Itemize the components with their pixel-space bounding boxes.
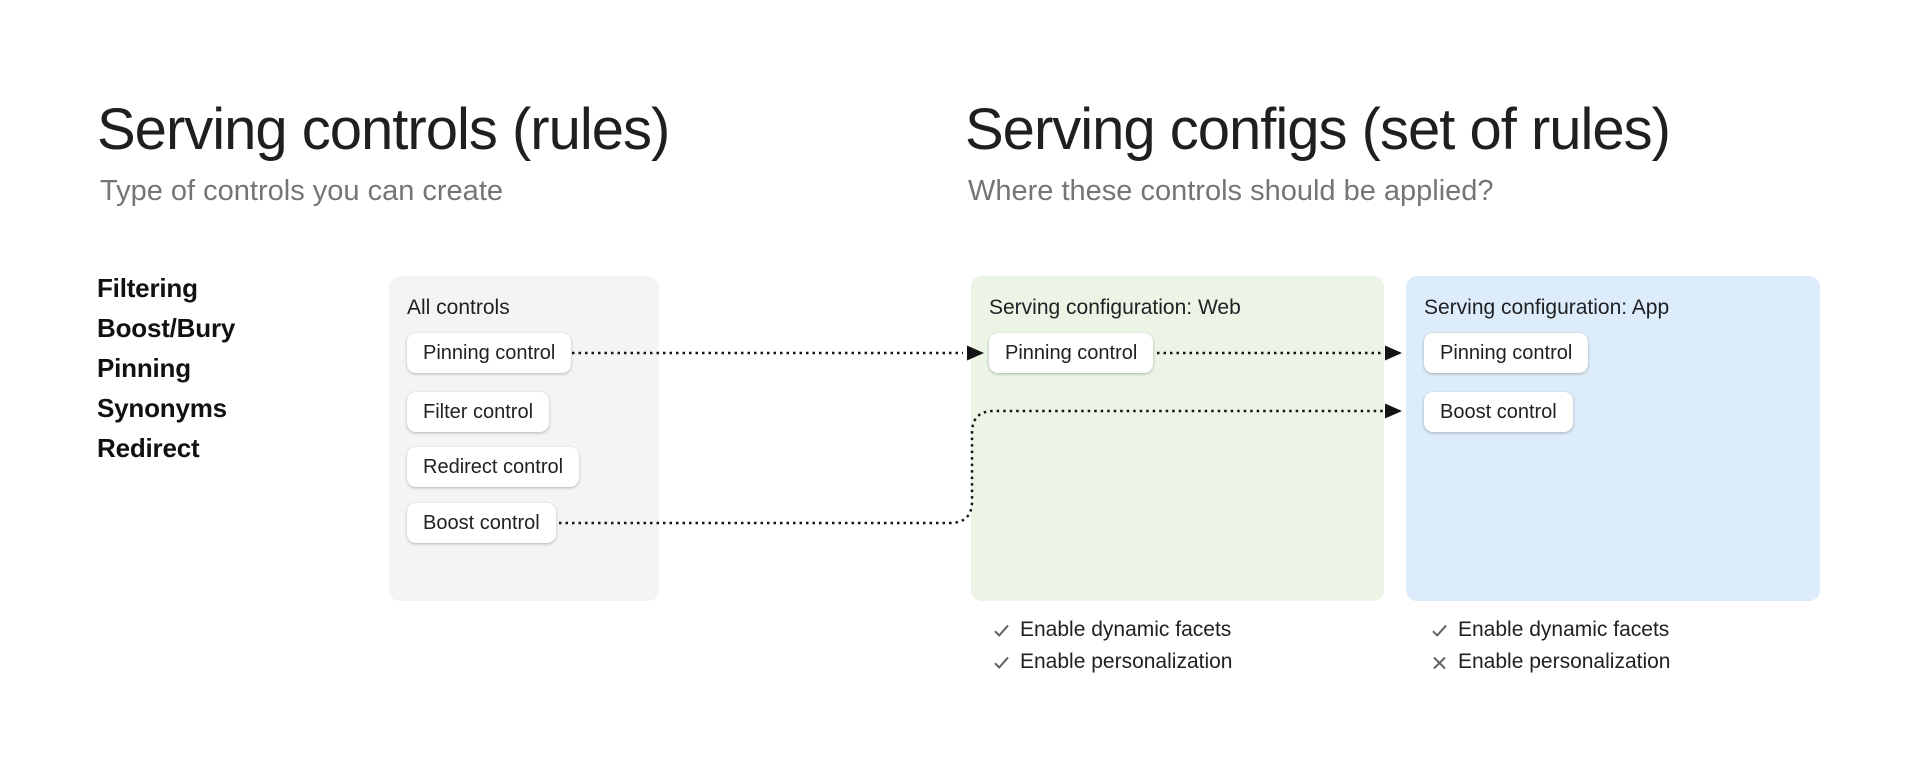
serving-controls-subtitle: Type of controls you can create bbox=[100, 175, 503, 207]
serving-configs-subtitle: Where these controls should be applied? bbox=[968, 175, 1494, 207]
setting-label: Enable dynamic facets bbox=[1458, 618, 1670, 641]
control-type-synonyms: Synonyms bbox=[97, 393, 227, 423]
web-config-card: Serving configuration: Web Pinning contr… bbox=[971, 276, 1384, 601]
web-config-settings: Enable dynamic facets Enable personaliza… bbox=[993, 614, 1232, 678]
check-icon bbox=[994, 656, 1009, 669]
setting-row: Enable dynamic facets bbox=[1431, 614, 1670, 646]
check-icon bbox=[1432, 624, 1447, 637]
control-type-filtering: Filtering bbox=[97, 273, 198, 303]
arrowhead-app-boost bbox=[1385, 403, 1402, 419]
control-type-list: Filtering Boost/Bury Pinning Synonyms Re… bbox=[97, 268, 235, 468]
app-config-settings: Enable dynamic facets Enable personaliza… bbox=[1431, 614, 1670, 678]
filter-control-chip[interactable]: Filter control bbox=[407, 392, 550, 432]
arrowhead-app-pinning bbox=[1385, 345, 1402, 361]
pinning-control-chip[interactable]: Pinning control bbox=[407, 333, 572, 373]
serving-configs-title: Serving configs (set of rules) bbox=[965, 97, 1671, 162]
control-type-boost-bury: Boost/Bury bbox=[97, 313, 236, 343]
app-boost-control-chip[interactable]: Boost control bbox=[1424, 392, 1573, 432]
check-icon bbox=[994, 624, 1009, 637]
web-pinning-control-chip[interactable]: Pinning control bbox=[989, 333, 1154, 373]
setting-row: Enable dynamic facets bbox=[993, 614, 1232, 646]
setting-label: Enable dynamic facets bbox=[1020, 618, 1232, 641]
setting-row: Enable personalization bbox=[993, 646, 1232, 678]
web-config-card-label: Serving configuration: Web bbox=[989, 296, 1241, 319]
all-controls-card: All controls Pinning control Filter cont… bbox=[389, 276, 659, 601]
control-type-pinning: Pinning bbox=[97, 353, 191, 383]
setting-label: Enable personalization bbox=[1020, 650, 1233, 673]
control-type-redirect: Redirect bbox=[97, 433, 200, 463]
redirect-control-chip[interactable]: Redirect control bbox=[407, 447, 580, 487]
app-config-card: Serving configuration: App Pinning contr… bbox=[1406, 276, 1820, 601]
all-controls-card-label: All controls bbox=[407, 296, 510, 319]
setting-row: Enable personalization bbox=[1431, 646, 1670, 678]
x-icon bbox=[1433, 656, 1446, 669]
setting-label: Enable personalization bbox=[1458, 650, 1671, 673]
app-config-card-label: Serving configuration: App bbox=[1424, 296, 1670, 319]
serving-controls-title: Serving controls (rules) bbox=[97, 97, 670, 162]
app-pinning-control-chip[interactable]: Pinning control bbox=[1424, 333, 1589, 373]
boost-control-chip[interactable]: Boost control bbox=[407, 503, 556, 543]
